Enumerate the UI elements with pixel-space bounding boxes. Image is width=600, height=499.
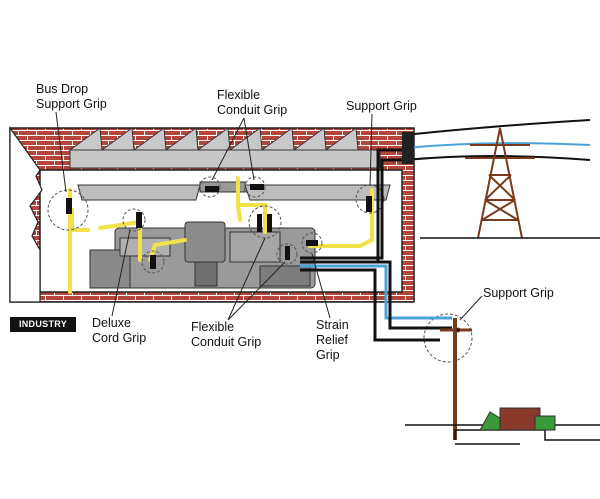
house bbox=[479, 407, 556, 431]
grip-clips bbox=[66, 184, 372, 269]
highlight-circles bbox=[47, 176, 473, 363]
service-cables bbox=[300, 148, 452, 342]
label-support-grip-right: Support Grip bbox=[483, 286, 554, 300]
label-support-grip-top: Support Grip bbox=[346, 99, 417, 113]
transmission-tower bbox=[420, 127, 600, 239]
industry-badge: INDUSTRY bbox=[10, 317, 76, 332]
utility-pole bbox=[440, 318, 472, 440]
roof-trusses bbox=[68, 127, 381, 169]
